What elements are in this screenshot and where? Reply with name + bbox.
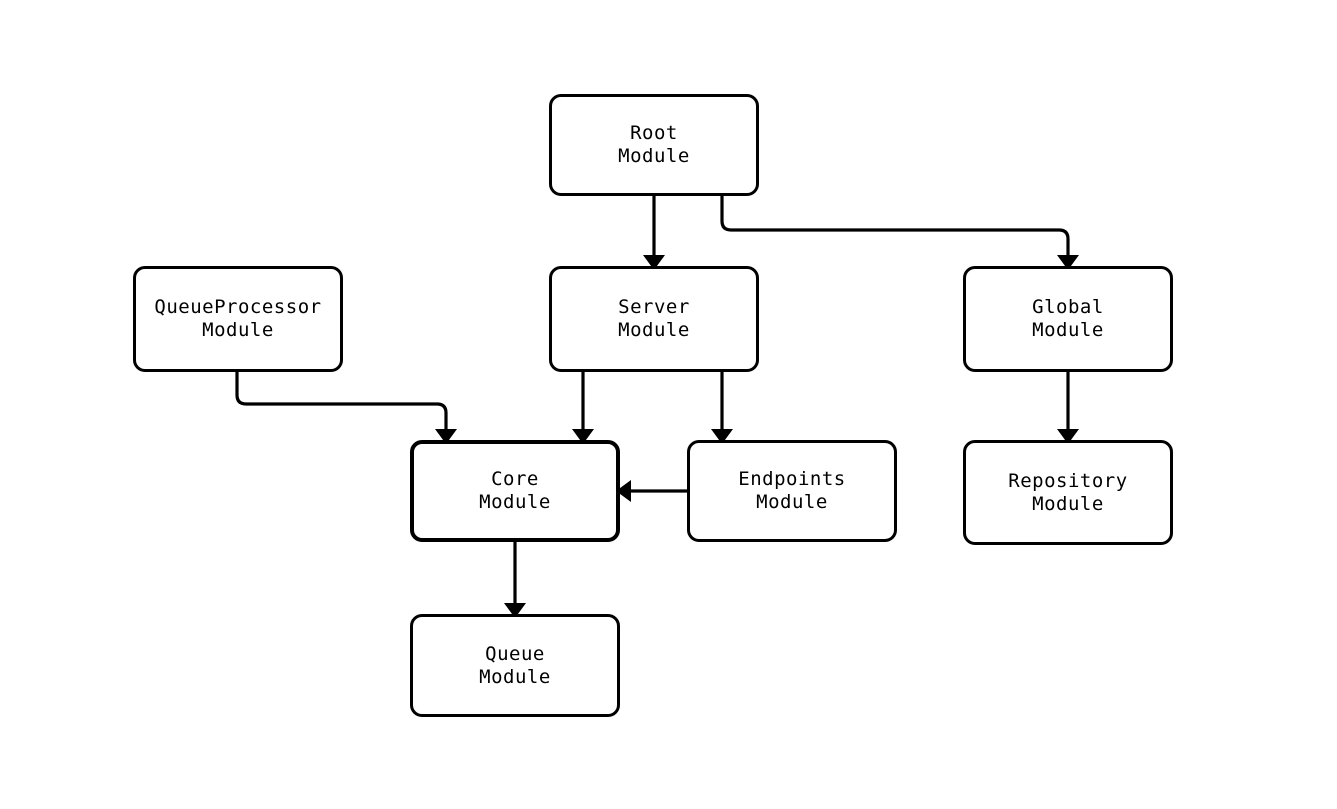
edge-global-to-repository bbox=[1057, 372, 1079, 444]
node-label-suffix: Module bbox=[618, 319, 690, 341]
edge-root-to-server bbox=[643, 196, 665, 270]
edge-root-to-global bbox=[720, 196, 1079, 270]
node-label-name: Server bbox=[618, 296, 690, 318]
edge-endpoints-to-core bbox=[616, 480, 687, 502]
node-label-suffix: Module bbox=[479, 665, 551, 688]
edge-line bbox=[235, 372, 448, 429]
edge-queueprocessor-to-core bbox=[235, 372, 457, 444]
node-label-name: Root bbox=[630, 122, 678, 144]
node-label-name: Endpoints bbox=[738, 468, 846, 490]
node-label-suffix: Module bbox=[479, 491, 551, 513]
edge-server-to-core bbox=[572, 372, 594, 444]
node-label-suffix: Module bbox=[1032, 319, 1104, 341]
node-label-suffix: Module bbox=[1032, 492, 1104, 515]
node-label-suffix: Module bbox=[202, 319, 274, 341]
edge-server-to-endpoints bbox=[711, 372, 733, 444]
node-label-name: QueueProcessor bbox=[154, 296, 322, 318]
node-label-suffix: Module bbox=[756, 491, 828, 513]
edge-core-to-queue bbox=[504, 542, 526, 618]
node-label-name: Queue bbox=[485, 642, 545, 665]
node-label-name: Global bbox=[1032, 296, 1104, 318]
node-label-suffix: Module bbox=[618, 145, 690, 167]
edge-line bbox=[720, 196, 1070, 255]
node-label-name: Repository bbox=[1008, 469, 1128, 492]
node-label-name: Core bbox=[491, 468, 539, 490]
